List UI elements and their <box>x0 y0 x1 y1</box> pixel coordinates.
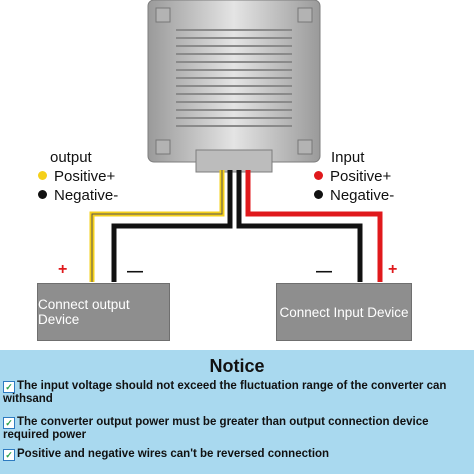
input-positive-legend: Positive+ <box>314 168 391 185</box>
input-minus-sign: — <box>316 263 332 280</box>
input-negative-wire <box>236 170 363 282</box>
input-plus-sign: + <box>388 261 398 278</box>
notice-item-text: The converter output power must be great… <box>3 416 429 441</box>
yellow-dot-icon <box>38 171 47 180</box>
notice-item-1: ✓The input voltage should not exceed the… <box>3 380 469 406</box>
black-dot-icon <box>38 190 47 199</box>
notice-title: Notice <box>209 356 265 376</box>
notice-item-text: The input voltage should not exceed the … <box>3 380 447 405</box>
checkbox-icon: ✓ <box>3 381 15 393</box>
converter-module <box>147 0 321 173</box>
checkbox-icon: ✓ <box>3 417 15 429</box>
notice-item-2: ✓The converter output power must be grea… <box>3 416 469 442</box>
output-device-box: Connect output Device <box>37 283 170 341</box>
notice-item-3: ✓Positive and negative wires can't be re… <box>3 448 469 461</box>
output-negative-label: Negative- <box>54 187 119 204</box>
checkbox-icon: ✓ <box>3 449 15 461</box>
input-title: Input <box>331 149 365 166</box>
output-positive-legend: Positive+ <box>38 168 115 185</box>
output-title: output <box>50 149 92 166</box>
wires <box>89 170 383 282</box>
notice-panel: Notice ✓The input voltage should not exc… <box>0 350 474 474</box>
output-positive-label: Positive+ <box>54 168 116 185</box>
output-positive-wire-outline <box>91 170 223 282</box>
output-negative-wire <box>111 170 233 282</box>
input-negative-legend: Negative- <box>314 187 394 204</box>
output-negative-legend: Negative- <box>38 187 118 204</box>
input-device-box: Connect Input Device <box>276 283 412 341</box>
input-positive-wire <box>245 170 383 282</box>
notice-item-text: Positive and negative wires can't be rev… <box>17 448 330 460</box>
black-dot-icon <box>314 190 323 199</box>
input-positive-label: Positive+ <box>330 168 392 185</box>
output-minus-sign: — <box>127 263 143 280</box>
input-negative-label: Negative- <box>330 187 395 204</box>
red-dot-icon <box>314 171 323 180</box>
output-plus-sign: + <box>58 261 68 278</box>
